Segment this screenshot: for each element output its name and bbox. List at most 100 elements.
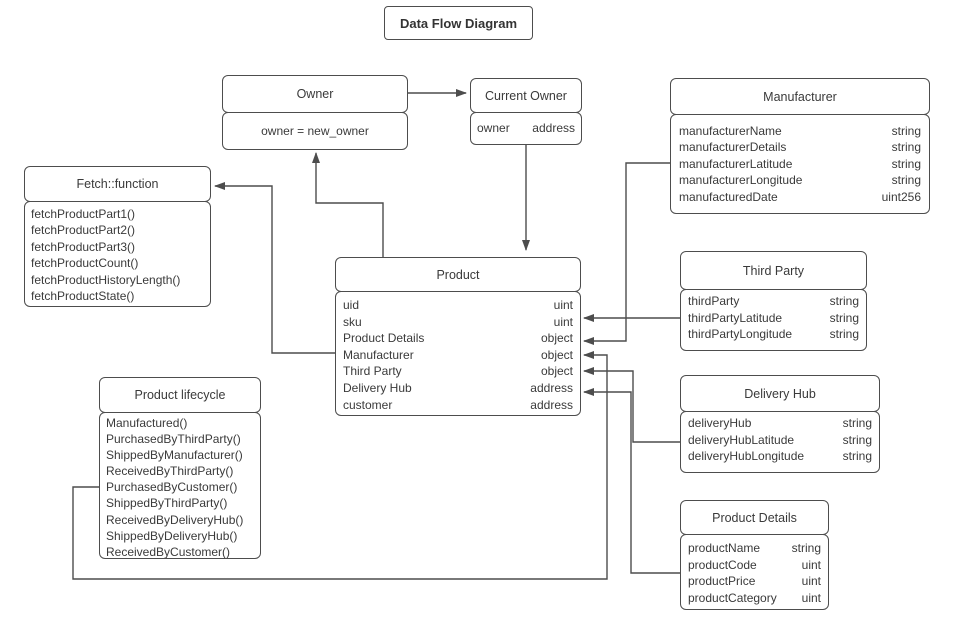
- node-fetch-function-title: Fetch::function: [24, 166, 211, 202]
- diagram-title: Data Flow Diagram: [384, 6, 533, 40]
- field-type: string: [891, 140, 921, 155]
- method-name: fetchProductPart1(): [31, 207, 136, 221]
- field-row: productName string: [688, 540, 821, 557]
- field-name: thirdParty: [688, 294, 740, 308]
- field-type: uint: [553, 298, 573, 312]
- field-row: productCode uint: [688, 557, 821, 574]
- method-row: fetchProductPart2(): [31, 222, 204, 238]
- field-name: productCode: [688, 557, 757, 572]
- method-row: fetchProductCount(): [31, 255, 204, 271]
- field-name: sku: [343, 314, 362, 329]
- field-name: manufacturerDetails: [679, 140, 787, 155]
- field-name: Product Details: [343, 331, 425, 346]
- method-name: ShippedByDeliveryHub(): [106, 528, 238, 543]
- method-name: fetchProductCount(): [31, 256, 139, 271]
- field-row: productCategory uint: [688, 590, 821, 607]
- field-name: deliveryHubLongitude: [688, 449, 805, 463]
- node-third-party-title: Third Party: [680, 251, 867, 290]
- node-product-lifecycle-title: Product lifecycle: [99, 377, 261, 413]
- node-manufacturer: Manufacturer manufacturerName string man…: [670, 78, 930, 214]
- method-row: fetchProductPart1(): [31, 206, 204, 222]
- field-type: string: [891, 124, 921, 138]
- field-row: thirdPartyLongitude string: [688, 326, 859, 343]
- method-row: fetchProductState(): [31, 288, 204, 304]
- field-name: thirdPartyLongitude: [688, 327, 793, 341]
- node-product-lifecycle: Product lifecycle Manufactured() Purchas…: [99, 377, 261, 559]
- field-row: productPrice uint: [688, 573, 821, 590]
- method-row: fetchProductHistoryLength(): [31, 272, 204, 288]
- field-row: Delivery Hub address: [343, 380, 573, 397]
- field-type: object: [540, 331, 573, 346]
- method-row: ShippedByManufacturer(): [106, 447, 254, 463]
- field-name: customer: [343, 397, 393, 412]
- node-current-owner: Current Owner owner address: [470, 78, 582, 145]
- field-row: thirdPartyLatitude string: [688, 310, 859, 327]
- field-name: Delivery Hub: [343, 380, 412, 395]
- field-type: address: [530, 397, 573, 412]
- field-type: uint: [801, 574, 821, 589]
- field-type: uint: [801, 557, 821, 572]
- method-name: fetchProductPart3(): [31, 239, 136, 254]
- node-third-party: Third Party thirdParty string thirdParty…: [680, 251, 867, 351]
- field-name: productCategory: [688, 590, 777, 605]
- node-manufacturer-title: Manufacturer: [670, 78, 930, 115]
- field-type: object: [540, 347, 573, 362]
- field-row: Manufacturer object: [343, 347, 573, 364]
- node-owner: Owner owner = new_owner: [222, 75, 408, 150]
- node-delivery-hub-title: Delivery Hub: [680, 375, 880, 412]
- field-type: string: [891, 156, 921, 171]
- field-name: manufacturerLongitude: [679, 173, 803, 188]
- field-type: address: [530, 380, 573, 395]
- method-row: PurchasedByCustomer(): [106, 479, 254, 495]
- node-owner-body: owner = new_owner: [222, 112, 408, 150]
- method-name: ReceivedByCustomer(): [106, 544, 231, 559]
- connector-product-details-to-product: [583, 388, 680, 574]
- field-name: Manufacturer: [343, 347, 414, 362]
- field-name: Third Party: [343, 364, 402, 379]
- method-row: ReceivedByDeliveryHub(): [106, 512, 254, 528]
- connector-product-to-owner: [312, 152, 384, 257]
- field-row: manufacturerLongitude string: [679, 172, 921, 188]
- node-product-details: Product Details productName string produ…: [680, 500, 829, 610]
- method-row: ReceivedByThirdParty(): [106, 463, 254, 479]
- field-type: uint256: [881, 189, 921, 204]
- connector-product-to-fetch-function: [214, 182, 335, 354]
- field-type: string: [829, 294, 859, 308]
- connector-product-lifecycle-to-product: [72, 351, 608, 580]
- method-name: ReceivedByThirdParty(): [106, 464, 234, 479]
- method-name: ReceivedByDeliveryHub(): [106, 512, 244, 527]
- node-owner-title: Owner: [222, 75, 408, 113]
- method-name: ShippedByManufacturer(): [106, 448, 243, 463]
- field-name: deliveryHubLatitude: [688, 432, 795, 447]
- field-name: owner: [477, 121, 510, 135]
- field-row: manufacturedDate uint256: [679, 189, 921, 205]
- field-name: deliveryHub: [688, 416, 752, 430]
- field-name: uid: [343, 298, 360, 312]
- field-type: string: [842, 416, 872, 430]
- method-name: Manufactured(): [106, 416, 188, 430]
- field-type: uint: [553, 314, 573, 329]
- field-row: manufacturerName string: [679, 123, 921, 139]
- node-product: Product uid uint sku uint Product Detail…: [335, 257, 581, 416]
- field-row: owner address: [477, 121, 575, 135]
- node-delivery-hub: Delivery Hub deliveryHub string delivery…: [680, 375, 880, 473]
- method-name: ShippedByThirdParty(): [106, 496, 228, 511]
- field-row: Product Details object: [343, 330, 573, 347]
- field-row: sku uint: [343, 314, 573, 331]
- field-row: Third Party object: [343, 363, 573, 380]
- field-type: string: [829, 327, 859, 341]
- field-name: productName: [688, 541, 761, 555]
- field-row: deliveryHub string: [688, 415, 872, 432]
- field-type: string: [891, 173, 921, 188]
- field-type: address: [532, 121, 575, 135]
- method-name: fetchProductPart2(): [31, 223, 136, 238]
- field-name: manufacturerLatitude: [679, 156, 793, 171]
- method-row: ShippedByDeliveryHub(): [106, 528, 254, 544]
- field-name: manufacturedDate: [679, 189, 778, 204]
- node-product-title: Product: [335, 257, 581, 292]
- field-row: manufacturerDetails string: [679, 139, 921, 155]
- method-row: fetchProductPart3(): [31, 239, 204, 255]
- method-row: ReceivedByCustomer(): [106, 544, 254, 559]
